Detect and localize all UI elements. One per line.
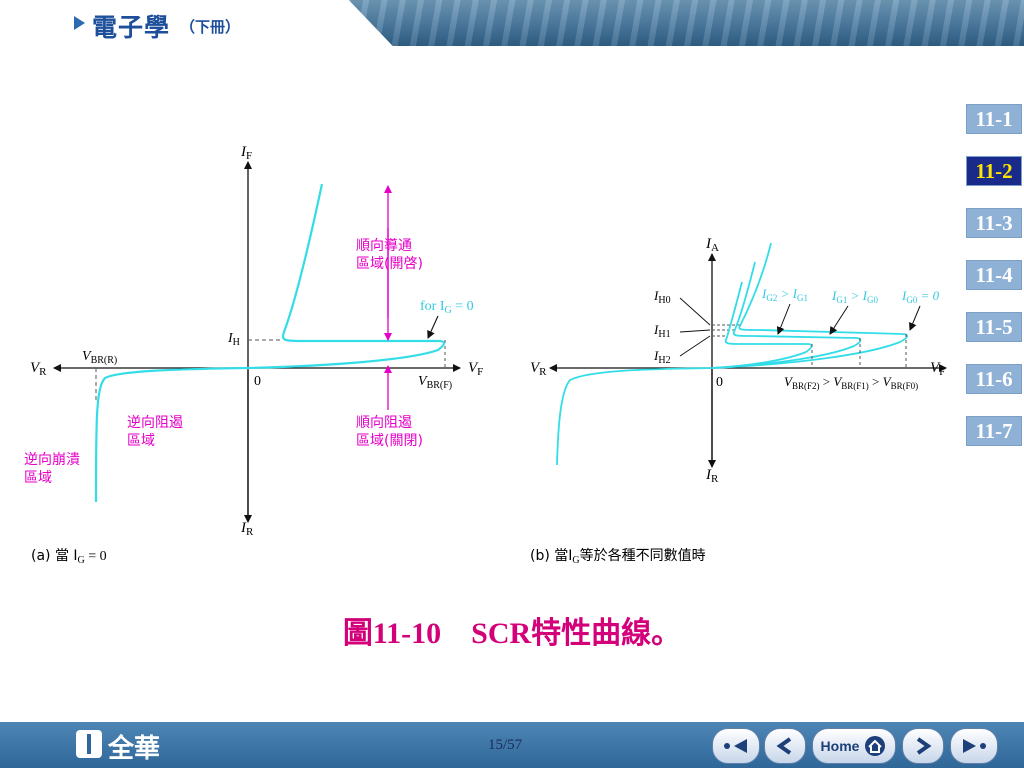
last-page-button[interactable]	[950, 728, 998, 764]
section-11-6-button[interactable]: 11-6	[966, 364, 1022, 394]
page-number: 15/57	[488, 737, 523, 753]
book-title: 電子學	[92, 13, 171, 42]
label-vf: VF	[468, 360, 483, 378]
label-ih0: IH0	[653, 288, 671, 306]
label-ih1: IH1	[653, 322, 671, 340]
first-page-icon	[724, 739, 747, 753]
label-ih2: IH2	[653, 348, 671, 366]
scr-characteristic-figure: IF IR VR VF 0 IH VBR(R) VBR(F) 順向導通 區域(開…	[24, 144, 947, 566]
label-ig2-gt-ig1: IG2 > IG1	[761, 286, 808, 303]
prev-page-icon	[776, 737, 792, 755]
label-vbr-chain: VBR(F2) > VBR(F1) > VBR(F0)	[784, 374, 918, 391]
label-fwd-block-1: 順向阻遏	[356, 415, 412, 431]
origin-a: 0	[254, 374, 261, 389]
label-vbr-f: VBR(F)	[418, 374, 452, 391]
label-vf-b: VF	[930, 360, 945, 378]
figure-number: 圖11-10	[342, 617, 442, 650]
label-rev-break-1: 逆向崩潰	[24, 452, 80, 468]
label-for-ig: for IG = 0	[420, 299, 474, 316]
publisher-logo-text: 全華	[108, 734, 161, 764]
label-ia: IA	[705, 236, 719, 254]
ih2-leader	[679, 335, 711, 357]
label-fwd-on-2: 區域(開啓)	[356, 256, 423, 272]
publisher-logo-icon	[76, 730, 102, 758]
label-ir-b: IR	[705, 467, 719, 485]
scr-curve-a	[94, 183, 446, 503]
last-page-icon	[963, 739, 986, 753]
figure-a: IF IR VR VF 0 IH VBR(R) VBR(F) 順向導通 區域(開…	[24, 144, 483, 566]
label-vr-b: VR	[530, 360, 547, 378]
next-page-button[interactable]	[902, 728, 944, 764]
home-label: Home	[820, 738, 860, 754]
section-11-2-button[interactable]: 11-2	[966, 156, 1022, 186]
triangle-bullet-icon	[74, 16, 85, 30]
caption-b: (b) 當IG等於各種不同數值時	[530, 547, 706, 566]
footer-bar: 全華 15/57 Home	[0, 722, 1024, 768]
label-rev-block-2: 區域	[127, 433, 155, 449]
figure-b: IA IR VR VF 0 IH0 IH1 IH2 IG2 > IG1 IG1 …	[530, 236, 947, 566]
label-vbr-r: VBR(R)	[82, 349, 117, 366]
ih0-leader	[679, 297, 711, 326]
figure-title: SCR特性曲線。	[471, 617, 682, 650]
curve-ig0	[556, 242, 908, 466]
banner-image	[348, 0, 1024, 46]
figure-caption: 圖11-10 SCR特性曲線。	[0, 608, 1024, 652]
section-11-7-button[interactable]: 11-7	[966, 416, 1022, 446]
home-button[interactable]: Home	[812, 728, 896, 764]
caption-a: (a) 當 IG = 0	[31, 548, 107, 566]
pointer-ig1	[829, 305, 849, 335]
label-if: IF	[240, 144, 252, 162]
label-ig0-eq-0: IG0 = 0	[901, 288, 940, 305]
label-fwd-block-2: 區域(關閉)	[356, 433, 423, 449]
pointer-for-ig	[427, 315, 439, 339]
label-fwd-on-1: 順向導通	[356, 238, 412, 254]
label-ir: IR	[240, 520, 254, 538]
pointer-ig2	[776, 303, 791, 335]
home-icon	[865, 736, 886, 756]
book-subtitle: （下冊）	[180, 18, 241, 36]
ih1-leader	[679, 329, 711, 333]
label-ig1-gt-ig0: IG1 > IG0	[831, 288, 878, 305]
first-page-button[interactable]	[712, 728, 760, 764]
section-11-1-button[interactable]: 11-1	[966, 104, 1022, 134]
label-rev-break-2: 區域	[24, 470, 52, 486]
next-page-icon	[916, 737, 932, 755]
label-ih: IH	[227, 331, 240, 348]
prev-page-button[interactable]	[764, 728, 806, 764]
section-11-4-button[interactable]: 11-4	[966, 260, 1022, 290]
section-11-3-button[interactable]: 11-3	[966, 208, 1022, 238]
label-vr: VR	[30, 360, 47, 378]
curve-ig2	[711, 281, 813, 369]
pointer-ig0	[909, 305, 921, 331]
section-11-5-button[interactable]: 11-5	[966, 312, 1022, 342]
origin-b: 0	[716, 375, 723, 390]
header-banner: 電子學 （下冊）	[0, 0, 1024, 46]
curve-ig1	[711, 261, 862, 369]
label-rev-block-1: 逆向阻遏	[127, 415, 183, 431]
